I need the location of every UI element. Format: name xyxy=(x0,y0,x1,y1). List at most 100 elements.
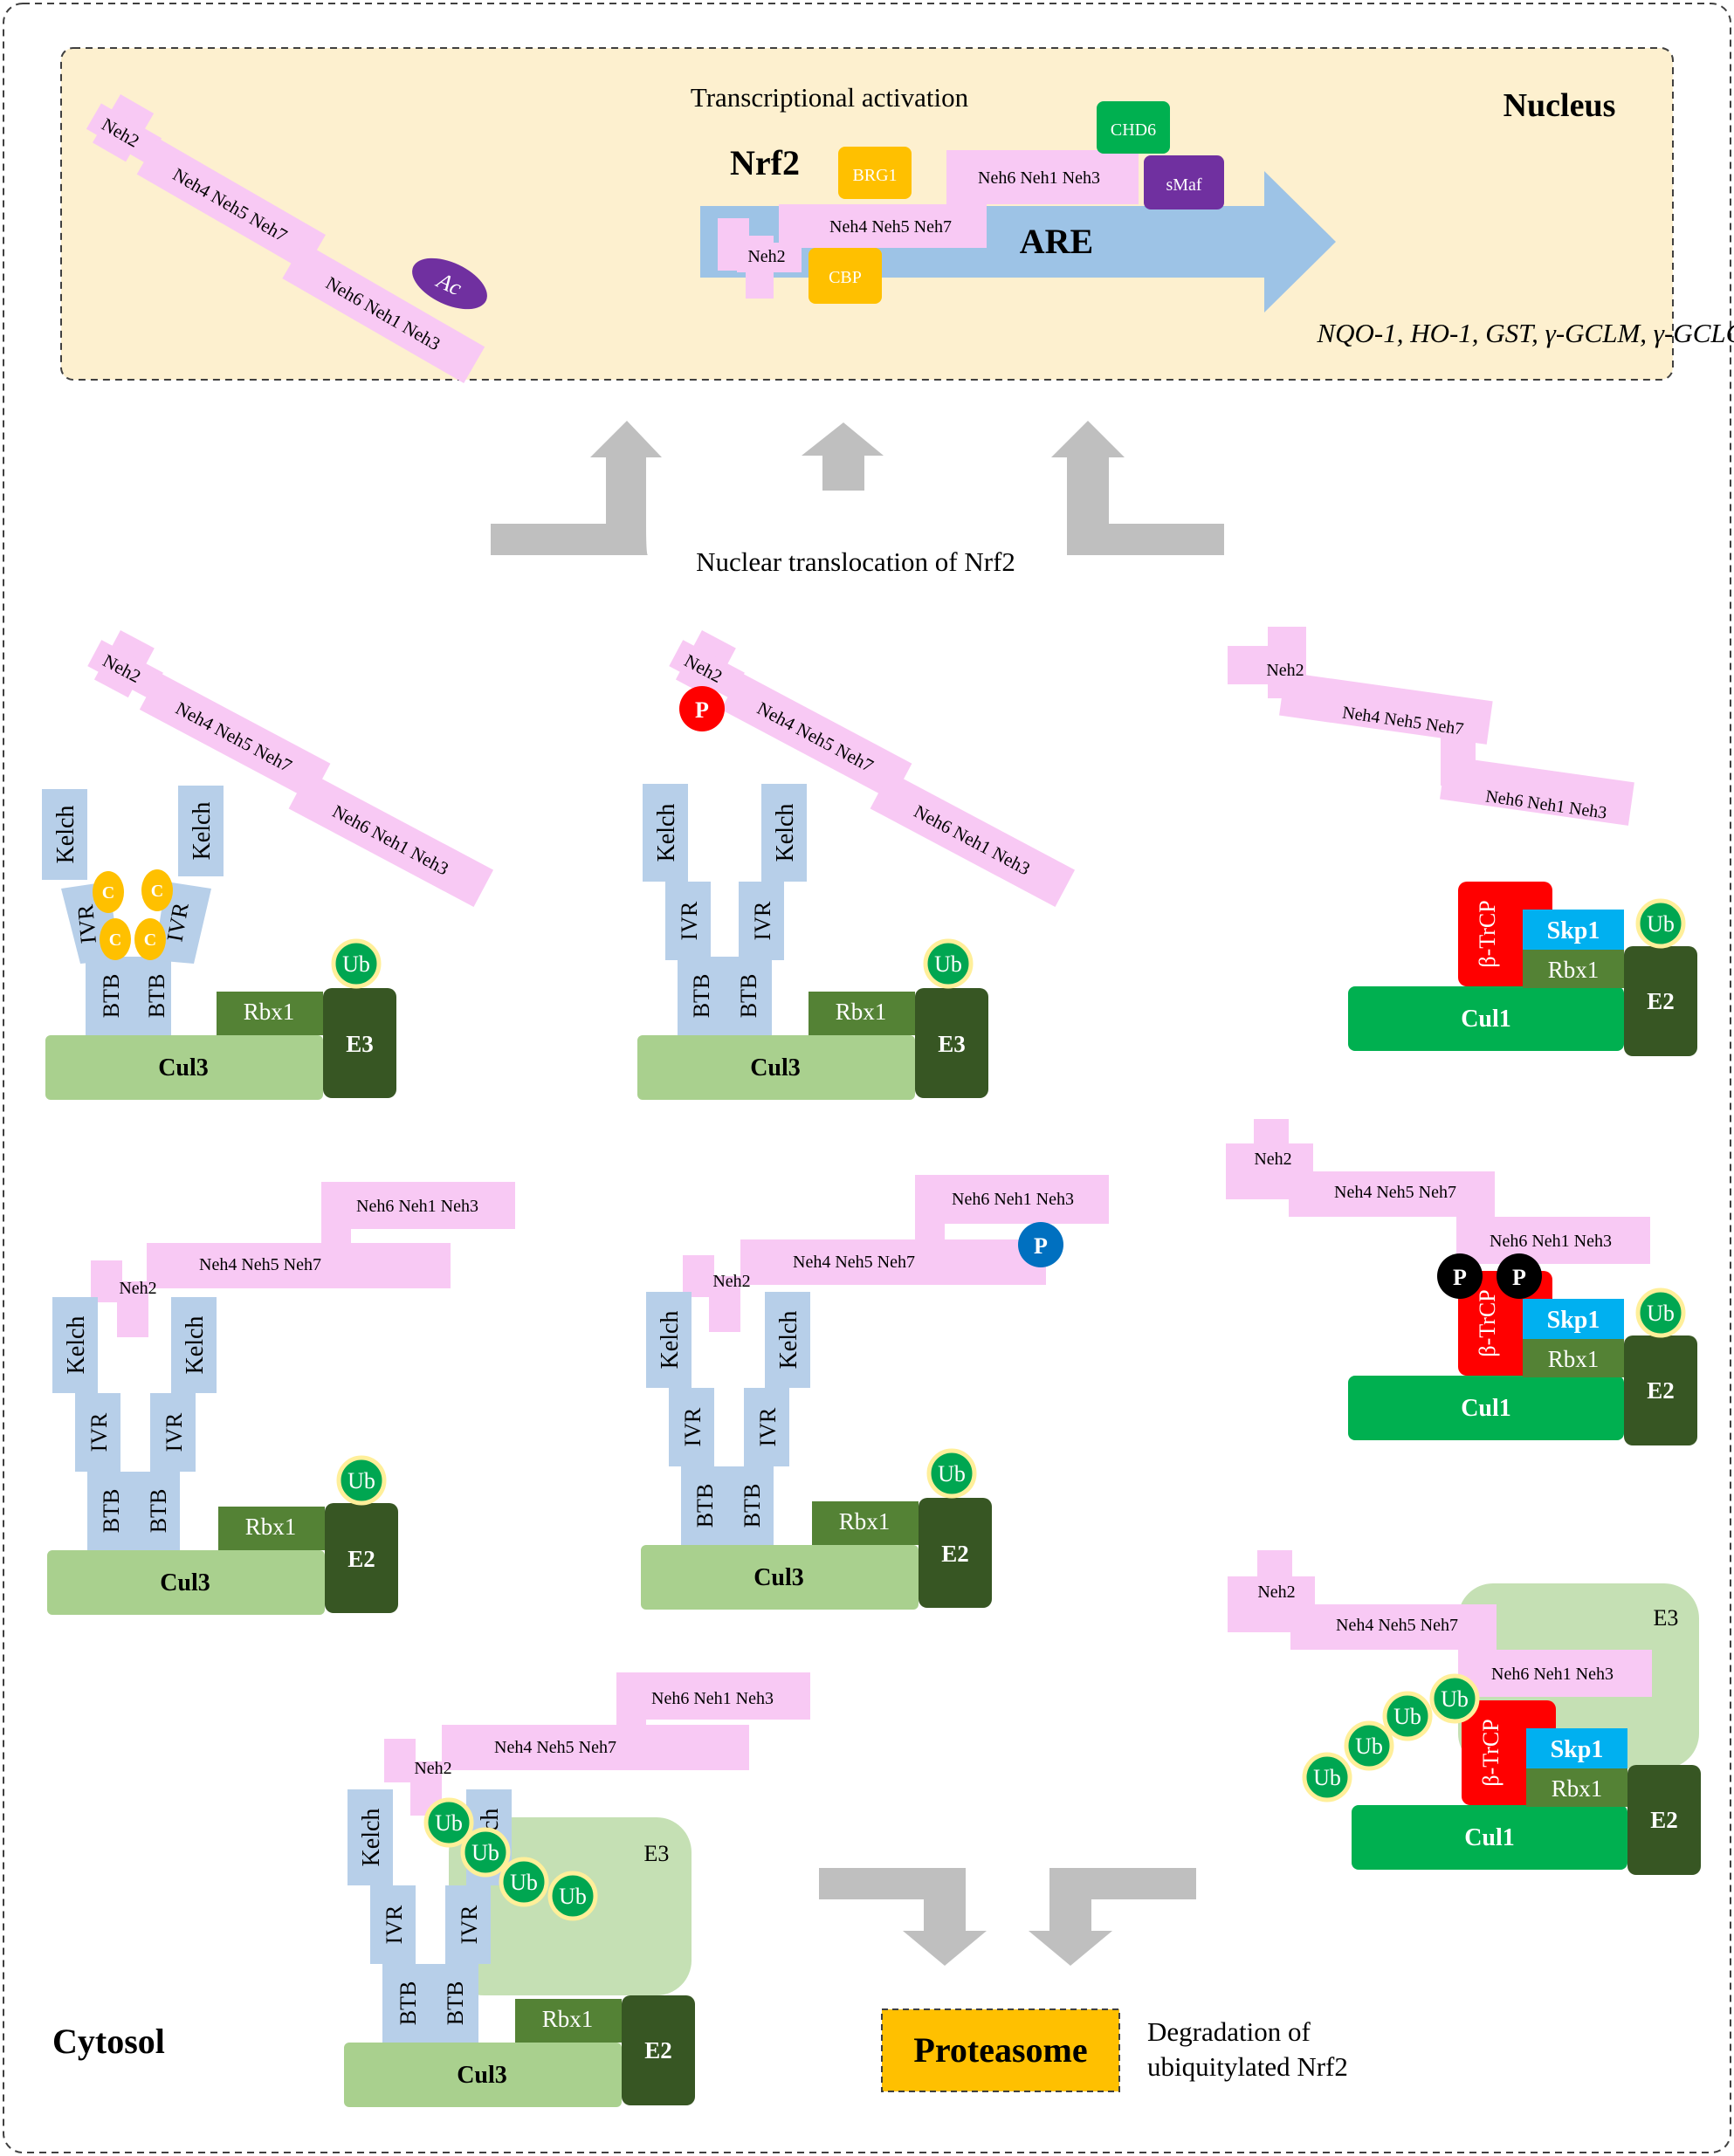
svg-text:Neh6 Neh1 Neh3: Neh6 Neh1 Neh3 xyxy=(1491,1665,1614,1684)
svg-text:Cul1: Cul1 xyxy=(1461,1006,1511,1033)
svg-text:P: P xyxy=(1512,1265,1526,1290)
e3-label: E3 xyxy=(346,1031,374,1057)
svg-text:Neh4 Neh5 Neh7: Neh4 Neh5 Neh7 xyxy=(494,1738,616,1757)
svg-text:Kelch: Kelch xyxy=(358,1809,385,1867)
svg-text:Ub: Ub xyxy=(342,951,370,977)
svg-text:Cul3: Cul3 xyxy=(457,2062,507,2089)
svg-text:Ub: Ub xyxy=(938,1461,966,1487)
proteasome-label: Proteasome xyxy=(913,2030,1087,2070)
cysteine-residues xyxy=(93,869,173,960)
svg-text:BTB: BTB xyxy=(443,1981,468,2026)
brg1-factor: BRG1 xyxy=(838,147,912,199)
svg-text:E2: E2 xyxy=(1650,1807,1678,1833)
svg-text:Cul3: Cul3 xyxy=(160,1569,210,1596)
svg-text:Cul3: Cul3 xyxy=(753,1564,804,1591)
svg-text:Neh6 Neh1 Neh3: Neh6 Neh1 Neh3 xyxy=(952,1190,1074,1209)
svg-text:Kelch: Kelch xyxy=(52,806,79,864)
svg-text:E2: E2 xyxy=(1647,1377,1675,1404)
acetyl-group: Ac xyxy=(412,257,487,310)
phospho-marker: P xyxy=(679,686,725,731)
svg-text:E2: E2 xyxy=(941,1541,969,1567)
target-genes-label: NQO-1, HO-1, GST, γ-GCLM, γ-GCLC, . . . xyxy=(1316,318,1734,348)
svg-text:C: C xyxy=(151,882,163,901)
svg-text:Neh2: Neh2 xyxy=(1257,1583,1295,1602)
nucleus-label: Nucleus xyxy=(1503,87,1616,124)
left-degradation-arrow xyxy=(819,1868,987,1966)
svg-text:Neh6 Neh1 Neh3: Neh6 Neh1 Neh3 xyxy=(356,1197,478,1216)
svg-text:Kelch: Kelch xyxy=(772,804,799,862)
svg-text:Ub: Ub xyxy=(471,1840,499,1865)
svg-text:Ub: Ub xyxy=(347,1468,375,1493)
domain-neh457: Neh4 Neh5 Neh7 xyxy=(829,217,952,237)
degradation-label-line1: Degradation of xyxy=(1147,2016,1311,2047)
svg-text:Kelch: Kelch xyxy=(657,1311,684,1370)
phospho-markers: P P xyxy=(1437,1253,1542,1299)
are-label: ARE xyxy=(1020,222,1093,261)
svg-text:BTB: BTB xyxy=(396,1981,421,2026)
svg-text:IVR: IVR xyxy=(457,1905,482,1944)
proteasome: Proteasome xyxy=(881,2008,1120,2092)
svg-text:Ub: Ub xyxy=(1441,1686,1469,1712)
rbx1-label: Rbx1 xyxy=(244,999,295,1025)
svg-text:Rbx1: Rbx1 xyxy=(839,1508,891,1535)
bound-nrf2: Neh2 Neh4 Neh5 Neh7 Neh6 Neh1 Neh3 xyxy=(384,1672,810,1816)
svg-text:Ub: Ub xyxy=(435,1810,463,1836)
domain-neh613: Neh6 Neh1 Neh3 xyxy=(978,168,1100,188)
svg-text:P: P xyxy=(1034,1233,1048,1259)
keap1-bound-phospho-panel: Neh2 Neh4 Neh5 Neh7 Neh6 Neh1 Neh3 P Cul… xyxy=(641,1175,1109,1610)
domain-neh2: Neh2 xyxy=(747,247,785,266)
keap1-bound-panel: Neh2 Neh4 Neh5 Neh7 Neh6 Neh1 Neh3 Cul3 … xyxy=(47,1182,515,1615)
svg-text:P: P xyxy=(695,697,709,723)
svg-text:Neh6 Neh1 Neh3: Neh6 Neh1 Neh3 xyxy=(1490,1232,1612,1251)
svg-text:β-TrCP: β-TrCP xyxy=(1475,900,1500,967)
bound-nrf2: Neh2 Neh4 Neh5 Neh7 Neh6 Neh1 Neh3 xyxy=(91,1182,515,1337)
keap1-oxidized-panel: Neh2 Neh4 Neh5 Neh7 Neh6 Neh1 Neh3 Cul3 … xyxy=(42,624,511,1100)
keap1-ubiquitylation-panel: E3 Neh2 Neh4 Neh5 Neh7 Neh6 Neh1 Neh3 Cu… xyxy=(344,1672,810,2107)
svg-text:BTB: BTB xyxy=(99,1489,124,1534)
svg-text:Ub: Ub xyxy=(934,951,962,977)
svg-text:Ub: Ub xyxy=(1355,1734,1383,1759)
svg-text:Skp1: Skp1 xyxy=(1547,1307,1600,1334)
svg-text:E3: E3 xyxy=(938,1031,966,1057)
svg-text:Ub: Ub xyxy=(559,1884,587,1909)
svg-text:Rbx1: Rbx1 xyxy=(542,2006,594,2032)
svg-text:Cul1: Cul1 xyxy=(1464,1824,1515,1851)
svg-text:Skp1: Skp1 xyxy=(1551,1736,1604,1763)
degradation-label-line2: ubiquitylated Nrf2 xyxy=(1147,2051,1348,2082)
nuclear-translocation-label: Nuclear translocation of Nrf2 xyxy=(696,546,1015,577)
svg-text:Rbx1: Rbx1 xyxy=(245,1514,297,1540)
svg-text:BTB: BTB xyxy=(692,1484,718,1528)
svg-text:BTB: BTB xyxy=(740,1484,765,1528)
svg-text:BTB: BTB xyxy=(99,974,124,1019)
svg-text:Kelch: Kelch xyxy=(775,1311,802,1370)
free-nrf2: Neh2 Neh4 Neh5 Neh7 Neh6 Neh1 Neh3 xyxy=(1228,627,1634,826)
svg-text:C: C xyxy=(102,883,114,903)
svg-text:IVR: IVR xyxy=(680,1407,705,1446)
svg-text:Skp1: Skp1 xyxy=(1547,917,1600,944)
svg-text:C: C xyxy=(144,930,156,950)
svg-text:BTB: BTB xyxy=(146,1489,171,1534)
bound-nrf2: Neh2 Neh4 Neh5 Neh7 Neh6 Neh1 Neh3 xyxy=(1228,1550,1652,1697)
svg-text:β-TrCP: β-TrCP xyxy=(1475,1289,1500,1356)
svg-text:Neh4 Neh5 Neh7: Neh4 Neh5 Neh7 xyxy=(1336,1616,1458,1635)
center-up-arrow xyxy=(802,422,884,491)
svg-text:Kelch: Kelch xyxy=(189,802,216,861)
svg-text:Kelch: Kelch xyxy=(653,804,680,862)
cytosol-label: Cytosol xyxy=(52,2022,165,2061)
right-degradation-arrow xyxy=(1029,1868,1196,1966)
svg-text:Neh2: Neh2 xyxy=(712,1272,750,1291)
svg-text:Neh2: Neh2 xyxy=(1254,1150,1291,1169)
bound-nrf2: Neh2 Neh4 Neh5 Neh7 Neh6 Neh1 Neh3 xyxy=(718,150,1139,299)
svg-text:Ub: Ub xyxy=(1313,1765,1341,1790)
svg-text:Ub: Ub xyxy=(1647,911,1675,937)
svg-text:Ub: Ub xyxy=(1393,1704,1421,1729)
svg-text:Rbx1: Rbx1 xyxy=(1548,957,1600,983)
svg-text:C: C xyxy=(109,930,121,950)
svg-text:BTB: BTB xyxy=(689,974,714,1019)
svg-text:P: P xyxy=(1453,1265,1467,1290)
btrcp-free-panel: Neh2 Neh4 Neh5 Neh7 Neh6 Neh1 Neh3 Cul1 … xyxy=(1228,627,1697,1056)
svg-text:CHD6: CHD6 xyxy=(1111,120,1156,140)
nrf2-label: Nrf2 xyxy=(730,143,800,182)
e3-label: E3 xyxy=(644,1841,670,1866)
svg-text:Rbx1: Rbx1 xyxy=(1548,1346,1600,1372)
